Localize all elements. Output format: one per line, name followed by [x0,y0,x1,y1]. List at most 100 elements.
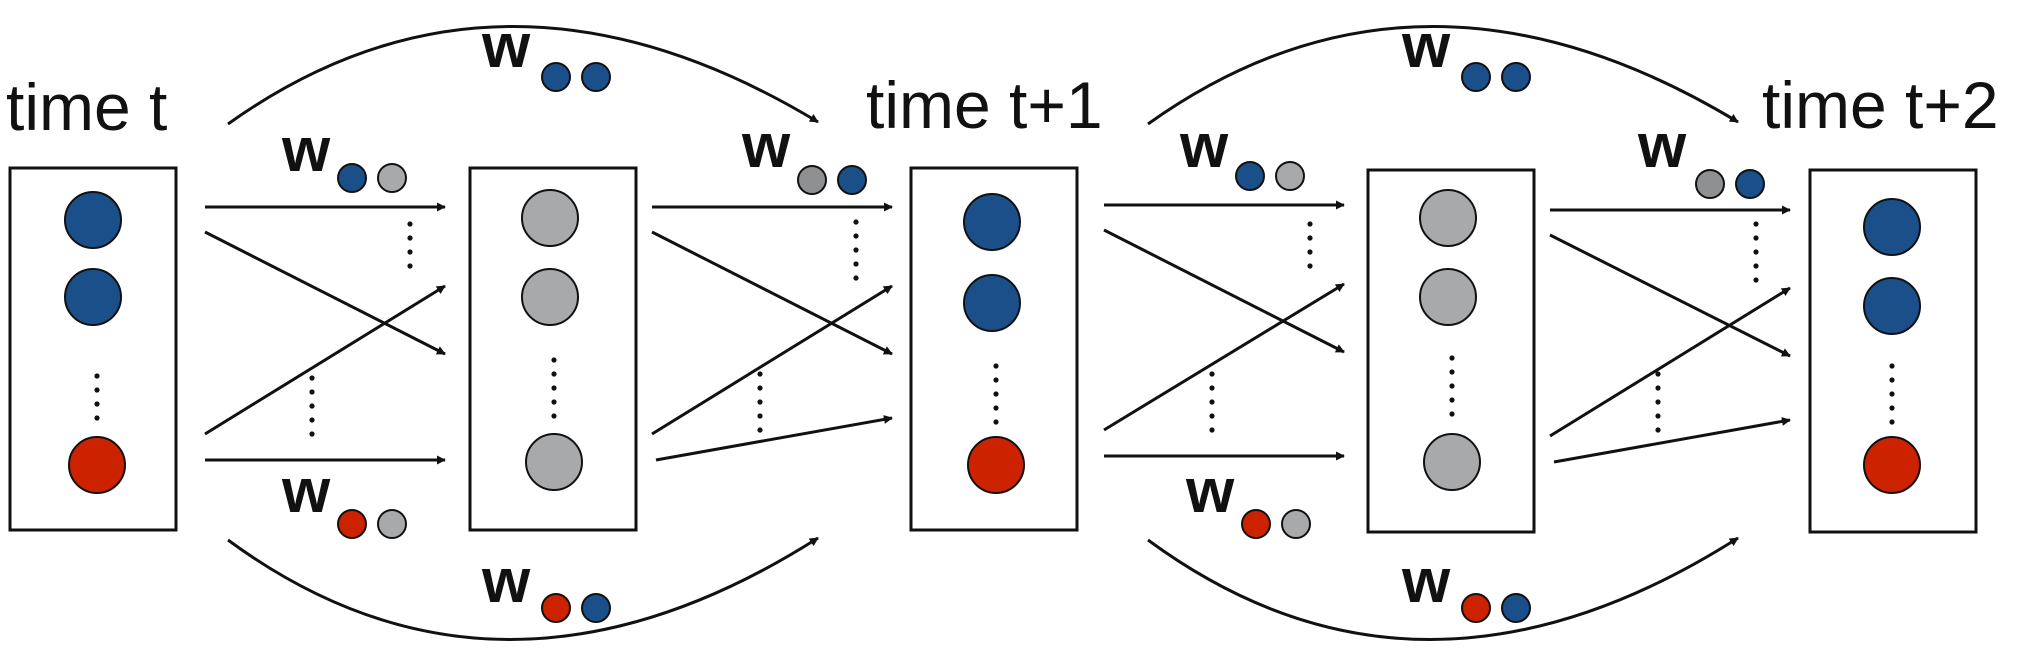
dot [1209,413,1215,419]
skip-arc [1147,25,1739,126]
weight-symbol: w [1637,112,1687,181]
dot [757,399,763,405]
skip-arc [227,25,819,126]
dot [1753,235,1759,241]
dot [1655,413,1661,419]
subscript-dot [1241,509,1271,539]
node [525,433,583,491]
dot [1307,249,1313,255]
dot [993,391,999,397]
arrow [655,414,893,462]
weight-symbol: w [1185,457,1235,526]
weight-symbol: w [481,547,531,616]
dot [1889,391,1895,397]
subscript-dot [837,165,867,195]
layer-box-output-t2 [1808,168,1978,534]
w-blue-gray-1: w [281,116,407,193]
node [1419,189,1477,247]
w-blue-blue-skip-1: w [481,12,611,92]
node [963,193,1021,251]
subscript-dot [337,509,367,539]
dot [993,377,999,383]
dot [1209,399,1215,405]
node [1863,277,1921,335]
dot [1889,377,1895,383]
subscript-dot [541,593,571,623]
layer-nodes-hidden-1 [521,189,583,491]
dot [94,373,100,379]
weight-symbol: w [281,457,331,526]
dot [1449,369,1455,375]
dot [407,221,413,227]
dot [757,413,763,419]
layer-box-hidden-2 [1366,168,1536,534]
w-gray-blue-1: w [741,112,867,195]
subscript-dot [581,62,611,92]
dot [551,371,557,377]
node [521,189,579,247]
node [1863,198,1921,256]
node [521,268,579,326]
subscript-dot [1461,62,1491,92]
subscript-dot [1735,169,1765,199]
arrow [204,284,446,436]
dot [1449,397,1455,403]
subscript-dot [797,165,827,195]
subscript-dot [581,593,611,623]
dot [94,401,100,407]
weight-symbol: w [481,12,531,81]
w-red-blue-skip-1: w [481,547,611,623]
dot [1753,277,1759,283]
dot [1655,399,1661,405]
layer-nodes-input-t [64,191,126,494]
dot [1449,383,1455,389]
dot [757,371,763,377]
dot [757,427,763,433]
dot [309,375,315,381]
dot [1889,419,1895,425]
dot [1449,411,1455,417]
dot [309,417,315,423]
dot [551,399,557,405]
dot [1753,263,1759,269]
skip-arc [1147,536,1739,641]
dot [309,389,315,395]
weight-symbol: w [281,116,331,185]
subscript-dot [1281,509,1311,539]
dot [94,387,100,393]
node [64,191,122,249]
dot [1655,427,1661,433]
arrow [204,230,446,356]
connection-arrows [204,25,1791,641]
arrow [1103,228,1345,354]
node [963,274,1021,332]
dot [853,247,859,253]
arrow [1549,233,1791,358]
weight-symbol: w [1401,547,1451,616]
connection-ellipsis [309,219,1759,437]
node [64,268,122,326]
dot [1209,427,1215,433]
subscript-dot [1501,593,1531,623]
subscript-dot [1501,62,1531,92]
w-blue-blue-skip-2: w [1401,12,1531,92]
dot [1753,221,1759,227]
dot [551,385,557,391]
time-label-t: time t [6,70,167,144]
dot [1753,249,1759,255]
dot [853,219,859,225]
time-label-t2: time t+2 [1762,68,1999,142]
dot [551,413,557,419]
layer-box-input-t [8,166,178,532]
arrow [1549,286,1791,438]
dot [1209,371,1215,377]
node [967,436,1025,494]
dot [993,419,999,425]
subscript-dot [1275,161,1305,191]
dot [407,235,413,241]
subscript-dot [377,163,407,193]
weight-symbol: w [1179,112,1229,181]
weight-symbol: w [741,112,791,181]
dot [94,415,100,421]
